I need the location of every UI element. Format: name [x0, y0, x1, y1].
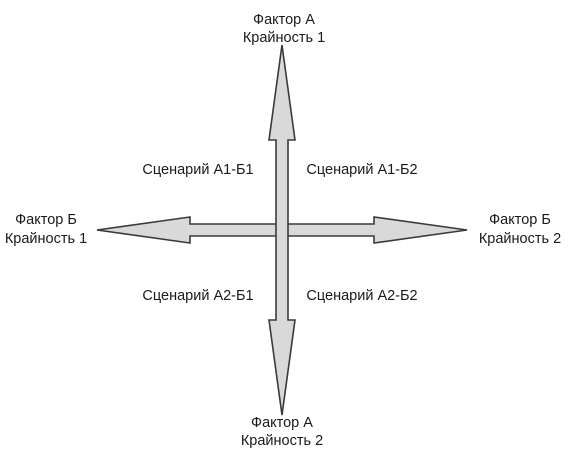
factor-a-bottom-extreme: Крайность 2 [241, 433, 323, 449]
factor-a-bottom-label: Фактор А [251, 415, 313, 431]
factor-b-left-label: Фактор Б [15, 212, 77, 228]
scenario-a2-b2: Сценарий А2-Б2 [306, 288, 417, 304]
scenario-a1-b1: Сценарий А1-Б1 [142, 162, 253, 178]
factor-b-right-label: Фактор Б [489, 212, 551, 228]
factor-a-top-label: Фактор А [253, 12, 315, 28]
scenario-a1-b2: Сценарий А1-Б2 [306, 162, 417, 178]
vertical-axis-arrow [268, 44, 296, 416]
factor-b-left-extreme: Крайность 1 [5, 231, 87, 247]
scenario-a2-b1: Сценарий А2-Б1 [142, 288, 253, 304]
factor-a-top-extreme: Крайность 1 [243, 30, 325, 46]
factor-b-right-extreme: Крайность 2 [479, 231, 561, 247]
